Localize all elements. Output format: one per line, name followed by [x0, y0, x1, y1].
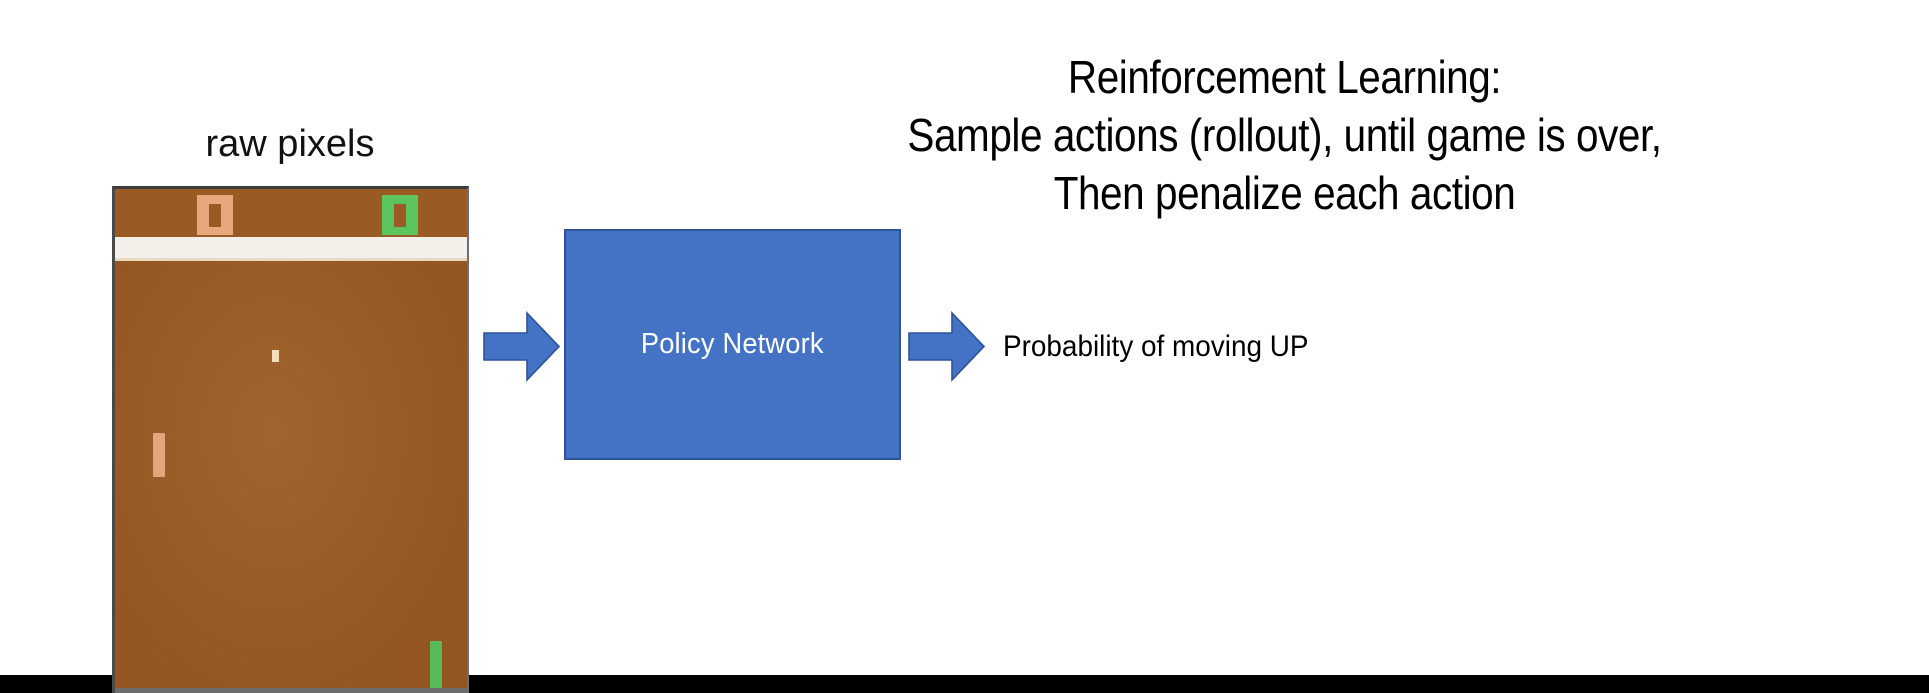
bottom-bar-left: [0, 675, 112, 693]
page-title: Reinforcement Learning: Sample actions (…: [717, 48, 1851, 222]
bottom-bar-right: [469, 675, 1929, 693]
output-arrow: [908, 311, 985, 382]
score-digit-right: [382, 195, 418, 235]
game-play-field: [115, 261, 467, 693]
input-arrow: [483, 311, 560, 382]
policy-network-label: Policy Network: [641, 328, 824, 360]
output-label: Probability of moving UP: [1003, 330, 1309, 363]
opponent-paddle: [430, 641, 442, 693]
title-line-2: Sample actions (rollout), until game is …: [907, 109, 1662, 161]
game-divider-band: [115, 237, 467, 261]
score-digit-left: [197, 195, 233, 235]
player-paddle: [153, 433, 165, 477]
game-frame-bottom-edge: [115, 688, 467, 693]
game-ball: [272, 350, 279, 362]
title-line-3: Then penalize each action: [1053, 167, 1516, 219]
right-block-arrow-icon: [908, 311, 985, 382]
score-digit-left-hole: [209, 204, 221, 227]
right-block-arrow-icon: [483, 311, 560, 382]
policy-network-box[interactable]: Policy Network: [564, 229, 901, 460]
game-scoreboard-strip: [115, 189, 467, 237]
atari-pong-frame: [112, 186, 469, 693]
raw-pixels-caption: raw pixels: [205, 123, 375, 165]
title-line-1: Reinforcement Learning:: [1067, 51, 1502, 103]
score-digit-right-hole: [394, 204, 406, 227]
